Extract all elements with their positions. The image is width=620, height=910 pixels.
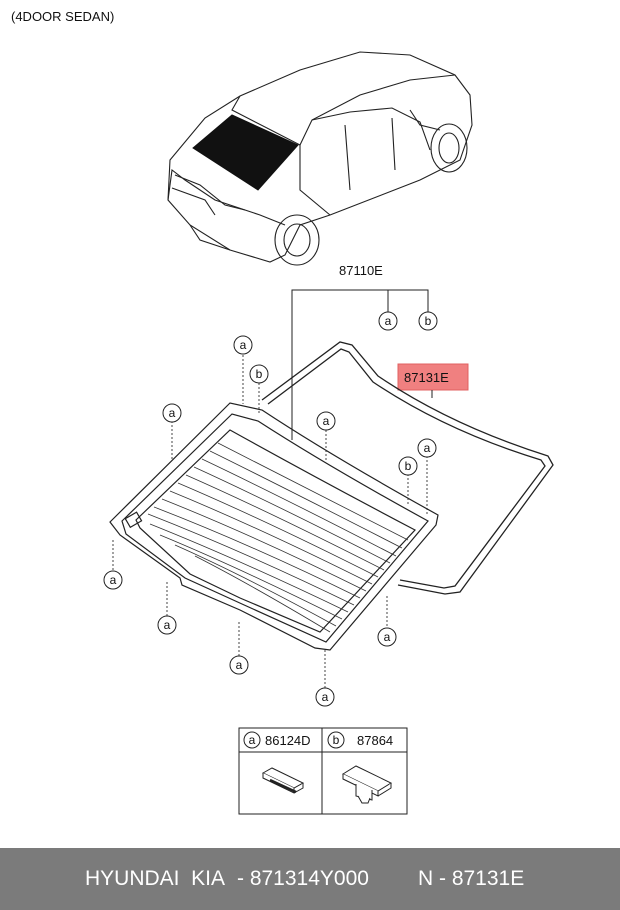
svg-text:a: a: [385, 314, 392, 328]
callout-leaders: [112, 355, 428, 688]
svg-text:a: a: [169, 406, 176, 420]
bracket-callout-b: b: [418, 311, 438, 331]
callout-a-bottom: a: [315, 687, 335, 707]
svg-text:b: b: [425, 314, 432, 328]
svg-text:a: a: [110, 573, 117, 587]
legend-a-badge: a: [243, 731, 261, 749]
svg-text:a: a: [323, 414, 330, 428]
svg-text:a: a: [240, 338, 247, 352]
legend-b-part-number: 87864: [357, 733, 393, 748]
glass-label-highlight: [397, 363, 469, 391]
svg-text:b: b: [256, 367, 263, 381]
svg-text:a: a: [236, 658, 243, 672]
footer-brand: HYUNDAI KIA: [85, 867, 226, 890]
callout-a-left: a: [103, 570, 123, 590]
callout-a-bottom-center: a: [229, 655, 249, 675]
legend-a-part-number: 86124D: [265, 733, 311, 748]
defroster-lines: [147, 442, 409, 633]
callout-a-top: a: [233, 335, 253, 355]
assembly-label: 87110E: [339, 263, 383, 278]
bracket-callout-a: a: [378, 311, 398, 331]
svg-text:a: a: [249, 733, 256, 747]
sedan-illustration: [167, 51, 473, 266]
svg-text:a: a: [424, 441, 431, 455]
legend-b-badge: b: [327, 731, 345, 749]
footer-reference: N - 87131E: [418, 867, 525, 890]
footer-part-number: - 871314Y000: [237, 867, 369, 890]
callout-a-left-top: a: [162, 403, 182, 423]
spacer-pad-illustration: [261, 767, 305, 794]
callout-a-lower-right: a: [377, 627, 397, 647]
footer-bar: HYUNDAI KIA - 871314Y000 N - 87131E: [0, 848, 620, 910]
svg-text:a: a: [164, 618, 171, 632]
callout-a-center: a: [316, 411, 336, 431]
callout-b-right: b: [398, 456, 418, 476]
model-label: (4DOOR SEDAN): [11, 9, 115, 24]
parts-diagram: 87110E a b 87131E: [103, 51, 554, 815]
glass-label: 87131E: [404, 370, 449, 385]
retainer-clip-illustration: [341, 765, 393, 804]
assembly-bracket: [291, 289, 429, 440]
callout-b-top: b: [249, 364, 269, 384]
svg-text:b: b: [333, 733, 340, 747]
callout-a-right-top: a: [417, 438, 437, 458]
callout-a-lower-left: a: [157, 615, 177, 635]
glass-seal: [261, 341, 554, 595]
rear-window-highlight: [192, 114, 299, 191]
svg-text:b: b: [405, 459, 412, 473]
svg-text:a: a: [384, 630, 391, 644]
back-glass-panel: [109, 402, 439, 651]
svg-text:a: a: [322, 690, 329, 704]
